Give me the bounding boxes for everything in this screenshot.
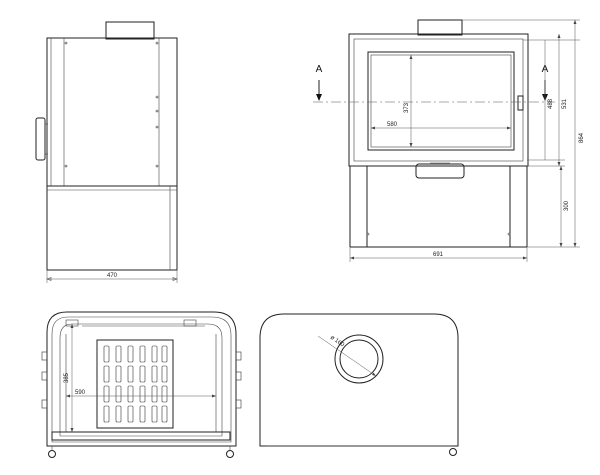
glass-total-height-label: 488 [548, 98, 554, 109]
front-air-control [415, 163, 465, 179]
top-view: ø 160 [259, 313, 459, 456]
flue-diameter-leader [317, 335, 377, 377]
section-view: 385 590 [41, 311, 242, 458]
front-width-label: 691 [433, 252, 444, 258]
body-height-label: 531 [562, 98, 568, 109]
flue-outer [334, 334, 384, 384]
grate-slots [103, 345, 168, 423]
front-view: A A 580 373 488 531 864 300 [313, 19, 585, 262]
side-bolts [64, 41, 159, 168]
section-width-label: 590 [75, 390, 86, 396]
side-pedestal [46, 185, 178, 271]
flue-inner [339, 339, 379, 379]
top-pin [449, 448, 457, 456]
side-flue-collar [105, 21, 155, 40]
section-door-frame [51, 431, 231, 441]
section-outer-shell [46, 311, 237, 447]
front-glass [367, 51, 515, 151]
total-height-label: 864 [579, 132, 585, 143]
top-outline [259, 313, 459, 447]
front-door-latch [517, 95, 524, 111]
flue-diameter-label: ø 160 [329, 335, 346, 349]
glass-height-label: 373 [404, 102, 410, 113]
front-body [348, 33, 529, 167]
side-view: 470 [35, 21, 178, 283]
leg-height-label: 300 [564, 200, 570, 211]
grate [96, 339, 174, 429]
side-width-label: 470 [107, 273, 118, 279]
section-depth-label: 385 [64, 372, 70, 383]
side-door-handle [35, 117, 46, 161]
glass-width-label: 580 [387, 122, 398, 128]
front-flue-collar [417, 19, 463, 36]
section-marker-left: A [316, 64, 323, 75]
